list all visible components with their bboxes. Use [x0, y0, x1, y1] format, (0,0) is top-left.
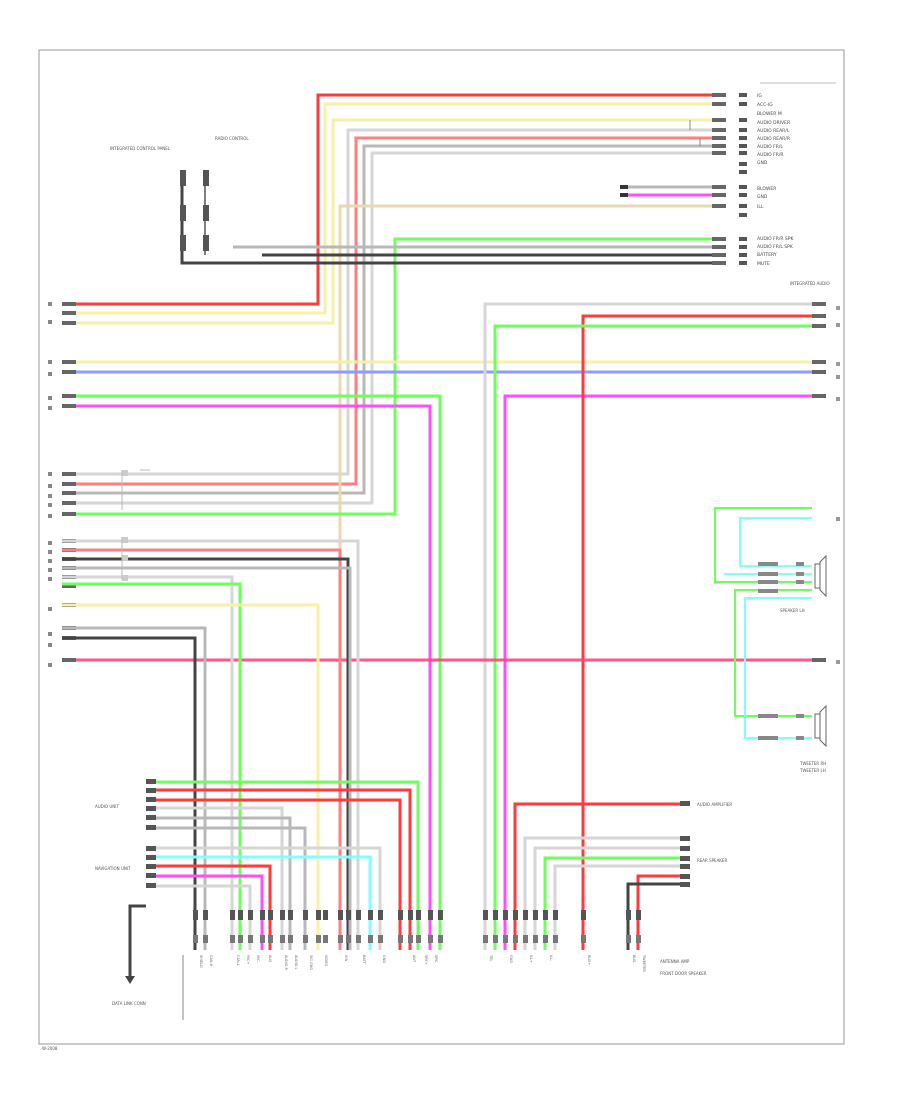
- svg-text:TWEETER RH: TWEETER RH: [799, 761, 826, 766]
- svg-text:AUDIO FR/L SPK: AUDIO FR/L SPK: [757, 244, 794, 250]
- svg-text:GND: GND: [757, 194, 768, 200]
- left-connector: [62, 302, 76, 662]
- svg-text:ILL: ILL: [757, 204, 764, 210]
- svg-text:BATT: BATT: [362, 955, 366, 965]
- svg-text:SIG GND: SIG GND: [309, 955, 313, 970]
- svg-text:BLOWER: BLOWER: [757, 186, 776, 192]
- top-left-labels: INTEGRATED CONTROL PANEL RADIO CONTROL: [110, 136, 249, 255]
- svg-text:INTEGRATED CONTROL PANEL: INTEGRATED CONTROL PANEL: [110, 146, 171, 151]
- svg-text:FRONT DOOR SPEAKER: FRONT DOOR SPEAKER: [660, 971, 707, 976]
- svg-text:BUS+: BUS+: [587, 955, 591, 965]
- svg-text:VIDEO: VIDEO: [324, 955, 328, 966]
- bottom-labels: SHIELD CAN-H CAN-L MIC+ MIC- AUX AUDIO R…: [199, 954, 646, 972]
- svg-text:MIC+: MIC+: [246, 955, 250, 964]
- lower-right-labels: AUDIO AMPLIFIER REAR SPEAKER ANTENNA AMP…: [660, 802, 732, 976]
- svg-text:GND: GND: [382, 955, 386, 963]
- right-connector: [812, 302, 826, 662]
- svg-text:TWEETER LH: TWEETER LH: [799, 768, 826, 773]
- svg-text:GND: GND: [757, 160, 768, 166]
- page-number: W-2008: [42, 1046, 58, 1051]
- svg-text:AUDIO UNIT: AUDIO UNIT: [95, 804, 119, 809]
- lower-left-labels: AUDIO UNIT NAVIGATION UNIT DATA LINK CON…: [95, 804, 146, 1006]
- top-right-labels: IG ACC-IG BLOWER M AUDIO DRIVER AUDIO RE…: [757, 93, 794, 267]
- tweeter-wires: [714, 507, 812, 739]
- svg-text:TWEETER: TWEETER: [642, 954, 646, 972]
- middle-wires: [62, 302, 812, 950]
- right-labels: INTEGRATED AUDIO SPEAKER LH TWEETER RH T…: [780, 281, 830, 773]
- svg-text:CAN-H: CAN-H: [209, 955, 213, 967]
- ground-arrow: [125, 904, 146, 984]
- svg-text:TEL: TEL: [489, 954, 493, 961]
- svg-text:AUDIO FR/R: AUDIO FR/R: [757, 152, 784, 158]
- svg-text:RADIO CONTROL: RADIO CONTROL: [215, 136, 249, 141]
- svg-text:SPK+: SPK+: [424, 955, 428, 965]
- bottom-connector: [193, 910, 641, 920]
- lower-right-wires: [513, 802, 680, 950]
- svg-text:AUDIO FR/L: AUDIO FR/L: [757, 144, 783, 150]
- svg-text:BLOWER M: BLOWER M: [757, 111, 782, 117]
- svg-text:REAR SPEAKER: REAR SPEAKER: [697, 858, 727, 863]
- svg-text:IG: IG: [757, 93, 762, 99]
- svg-text:AUDIO REAR/R: AUDIO REAR/R: [757, 136, 790, 142]
- svg-text:AUX: AUX: [268, 955, 272, 963]
- top-wires: [62, 93, 712, 950]
- svg-text:DATA LINK CONN: DATA LINK CONN: [112, 1001, 146, 1006]
- svg-text:NAVIGATION UNIT: NAVIGATION UNIT: [95, 866, 131, 871]
- diagram-border: [38, 49, 845, 1045]
- svg-text:MUTE: MUTE: [757, 261, 770, 267]
- svg-text:ANT: ANT: [412, 955, 416, 963]
- svg-text:GND: GND: [509, 955, 513, 963]
- svg-text:MIC-: MIC-: [256, 955, 260, 963]
- svg-text:AUDIO AMPLIFIER: AUDIO AMPLIFIER: [697, 802, 732, 807]
- lower-left-wires-2: [146, 780, 420, 950]
- svg-text:AUDIO R: AUDIO R: [284, 955, 288, 971]
- svg-text:AUDIO L: AUDIO L: [294, 955, 298, 970]
- tweeter-icon: [814, 704, 827, 748]
- speaker-icon: [814, 554, 827, 598]
- svg-text:ANTENNA AMP: ANTENNA AMP: [660, 959, 690, 964]
- svg-text:ACC-IG: ACC-IG: [757, 102, 773, 108]
- svg-text:IGN: IGN: [344, 955, 348, 962]
- svg-text:CAN-L: CAN-L: [236, 955, 240, 966]
- svg-text:SHIELD: SHIELD: [199, 955, 203, 968]
- svg-text:AUDIO DRIVER: AUDIO DRIVER: [757, 120, 790, 126]
- svg-text:SPEAKER LH: SPEAKER LH: [780, 608, 805, 613]
- svg-text:ILL+: ILL+: [529, 955, 533, 963]
- svg-text:BATTERY: BATTERY: [757, 252, 777, 258]
- lower-left-wires: [62, 539, 360, 950]
- svg-text:INTEGRATED AUDIO: INTEGRATED AUDIO: [790, 281, 830, 286]
- svg-text:AUDIO FR/R SPK: AUDIO FR/R SPK: [757, 236, 794, 242]
- svg-text:SPK-: SPK-: [434, 955, 438, 963]
- svg-text:ILL-: ILL-: [549, 955, 553, 962]
- svg-text:BUS-: BUS-: [632, 955, 636, 964]
- top-connector: [620, 92, 747, 268]
- svg-text:AUDIO REAR/L: AUDIO REAR/L: [757, 128, 790, 134]
